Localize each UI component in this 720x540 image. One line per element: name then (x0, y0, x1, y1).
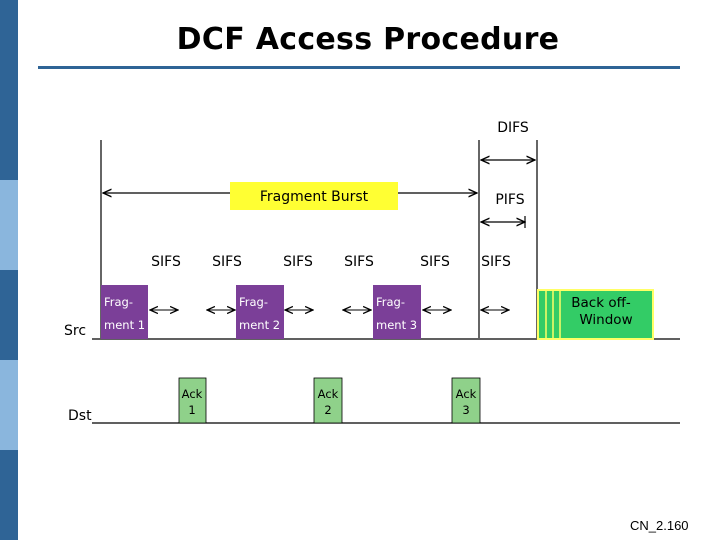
sifs-label: SIFS (344, 254, 374, 270)
fragment-label: Frag- (376, 295, 405, 309)
sidebar-band (0, 270, 18, 360)
backoff-label: Window (579, 312, 632, 328)
fragment-3-block: Frag- ment 3 (373, 285, 421, 339)
backoff-label: Back off- (571, 295, 631, 311)
sifs-label: SIFS (151, 254, 181, 270)
ack-2-block: Ack 2 (313, 377, 343, 424)
fragment-label: Frag- (104, 295, 133, 309)
sidebar-band (0, 180, 18, 270)
sifs-label: SIFS (212, 254, 242, 270)
fragment-2-block: Frag- ment 2 (236, 285, 284, 339)
ack-label: 2 (324, 403, 331, 417)
fragment-label: Frag- (239, 295, 268, 309)
burst-label: Fragment Burst (260, 189, 369, 205)
ack-label: 3 (462, 403, 469, 417)
ack-label: Ack (456, 387, 477, 401)
title-underline (38, 66, 680, 69)
ack-1-block: Ack 1 (178, 377, 207, 424)
fragment-label: ment 2 (239, 318, 280, 332)
slide-sidebar (0, 0, 18, 540)
difs-label: DIFS (497, 120, 529, 136)
ack-label: Ack (318, 387, 339, 401)
fragment-label: ment 1 (104, 318, 145, 332)
dst-row-label: Dst (68, 408, 92, 424)
ack-3-block: Ack 3 (451, 377, 481, 424)
burst-label-box (230, 182, 398, 210)
backoff-window-block: Back off- Window (537, 289, 654, 340)
slide-number: CN_2.160 (630, 518, 689, 533)
sifs-label: SIFS (283, 254, 313, 270)
src-row-label: Src (64, 323, 86, 339)
fragment-label: ment 3 (376, 318, 417, 332)
pifs-label: PIFS (495, 192, 524, 208)
sidebar-band (0, 450, 18, 540)
ack-label: 1 (188, 403, 195, 417)
ack-label: Ack (182, 387, 203, 401)
sidebar-band (0, 360, 18, 450)
sifs-label: SIFS (481, 254, 511, 270)
fragment-1-block: Frag- ment 1 (101, 285, 148, 339)
sifs-label: SIFS (420, 254, 450, 270)
slide-title: DCF Access Procedure (176, 22, 560, 57)
sidebar-band (0, 0, 18, 180)
